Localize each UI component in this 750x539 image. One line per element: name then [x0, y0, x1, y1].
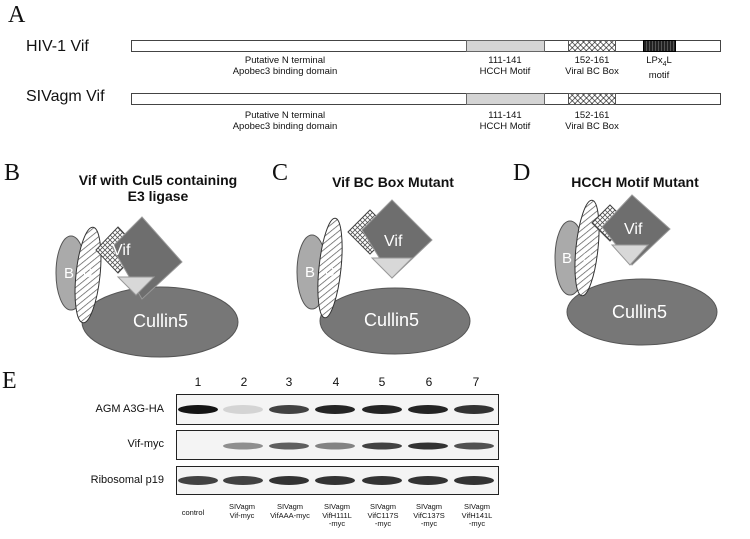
hiv1-vif-label: HIV-1 Vif: [26, 38, 89, 55]
panel-b-b-label: B: [64, 265, 75, 282]
panel-a-letter: A: [8, 2, 26, 28]
blot-band: [315, 405, 355, 414]
panel-c-vif-label: Vif: [384, 233, 403, 250]
panel-c-title: Vif BC Box Mutant: [332, 174, 454, 190]
hiv1-vif-track: [131, 40, 721, 52]
hiv1-lp-box: [643, 40, 676, 52]
panel-b-vif-label: Vif: [112, 242, 131, 259]
blot-row-label: Ribosomal p19: [90, 474, 164, 486]
hiv1-bc-label: 152-161 Viral BC Box: [565, 55, 619, 77]
panel-d-b-label: B: [562, 250, 573, 267]
blot-band: [315, 442, 355, 450]
panel-d-vif-label: Vif: [624, 221, 643, 238]
panel-c-diagram: [296, 199, 471, 355]
elongin-c-ellipse: [74, 226, 102, 324]
hiv1-hcch-label: 111-141 HCCH Motif: [479, 55, 531, 77]
blot-band: [408, 405, 448, 414]
lane-number: 4: [332, 375, 340, 389]
panel-b-title: Vif with Cul5 containing E3 ligase: [78, 172, 238, 204]
panel-b-cullin-label: Cullin5: [133, 311, 189, 331]
blot-band: [178, 476, 218, 485]
lane-number: 5: [378, 375, 386, 389]
blot-band: [408, 476, 448, 485]
sivagm-nterm-label: Putative N terminal Apobec3 binding doma…: [232, 110, 338, 132]
panel-b-letter: B: [4, 160, 21, 186]
lane-label: control: [181, 508, 205, 517]
blot-band: [315, 476, 355, 485]
cullin5-ellipse: [566, 278, 718, 346]
hiv1-nterm-label: Putative N terminal Apobec3 binding doma…: [232, 55, 338, 77]
blot-band: [454, 405, 494, 414]
blot-band: [362, 476, 402, 485]
lane-number: 1: [194, 375, 202, 389]
lane-number: 7: [472, 375, 480, 389]
hiv1-bc-box: [568, 40, 616, 52]
panel-b-c-label: C: [83, 265, 93, 280]
panel-c-b-label: B: [305, 264, 316, 281]
sivagm-vif-label: SIVagm Vif: [26, 88, 105, 105]
blot-band: [408, 442, 448, 450]
blot-band: [454, 442, 494, 450]
panel-d-c-label: C: [582, 250, 592, 265]
blot-band: [269, 442, 309, 450]
cullin5-ellipse: [319, 287, 471, 355]
panel-d-title: HCCH Motif Mutant: [571, 174, 699, 190]
blot-band: [223, 442, 263, 450]
panel-b-diagram: [55, 216, 239, 358]
hiv1-hcch-box: [466, 40, 545, 52]
panel-e-letter: E: [2, 368, 17, 394]
lane-number: 2: [240, 375, 248, 389]
panel-d-letter: D: [513, 160, 531, 186]
blot-band: [362, 405, 402, 414]
elongin-c-ellipse: [574, 199, 600, 297]
blot-band: [269, 476, 309, 485]
blot-vif-myc: [176, 430, 499, 460]
lane-number: 3: [285, 375, 293, 389]
hcch-triangle: [116, 276, 156, 296]
blot-band: [454, 476, 494, 485]
blot-row-label: Vif-myc: [127, 438, 164, 450]
hcch-triangle: [370, 257, 414, 279]
blot-band: [269, 405, 309, 414]
panel-c-letter: C: [272, 160, 289, 186]
sivagm-hcch-label: 111-141 HCCH Motif: [479, 110, 531, 132]
panel-c-c-label: C: [325, 264, 335, 279]
sivagm-vif-track: [131, 93, 721, 105]
blot-a3g: [176, 394, 499, 425]
panel-d-diagram: [554, 194, 718, 346]
hcch-triangle: [610, 244, 650, 266]
sivagm-hcch-box: [466, 93, 545, 105]
blot-p19: [176, 466, 499, 495]
blot-band: [223, 405, 263, 414]
blot-band: [362, 442, 402, 450]
elongin-c-ellipse: [317, 217, 343, 319]
panel-d-cullin-label: Cullin5: [612, 302, 668, 322]
sivagm-bc-label: 152-161 Viral BC Box: [565, 110, 619, 132]
blot-band: [178, 405, 218, 414]
panel-c-cullin-label: Cullin5: [364, 310, 420, 330]
sivagm-bc-box: [568, 93, 616, 105]
blot-band: [223, 476, 263, 485]
lane-number: 6: [425, 375, 433, 389]
blot-row-label: AGM A3G-HA: [95, 403, 164, 415]
hiv1-lp-label: LPx4L motif: [646, 55, 672, 81]
